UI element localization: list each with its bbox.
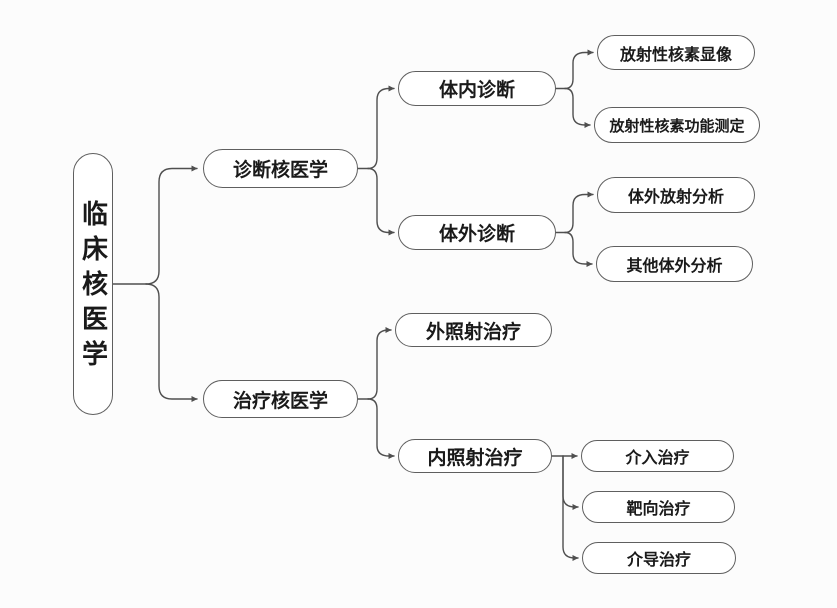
node-targeted-therapy[interactable]: 靶向治疗 [582,491,735,523]
connector-invitro-to-radioanalysis [564,191,594,234]
connector-invivo-to-imaging [564,49,594,90]
node-mediated-therapy[interactable]: 介导治疗 [582,542,736,574]
connector-invivo-to-function [564,87,591,128]
connector-invitro-to-otheranalysis [564,231,593,267]
connector-internal-to-targeted [562,455,579,510]
connector-internal-to-mediated [562,455,579,561]
node-other-in-vitro-analysis[interactable]: 其他体外分析 [596,246,753,282]
node-interventional-therapy[interactable]: 介入治疗 [581,440,734,472]
connector-therapeutic-to-external [367,327,392,400]
node-in-vitro-diagnosis[interactable]: 体外诊断 [398,215,556,250]
connector-root-to-diagnostic [145,165,198,285]
connector-diagnostic-to-invivo [367,85,395,170]
connector-therapeutic-to-internal [367,398,395,459]
node-diagnostic-nuclear-medicine[interactable]: 诊断核医学 [203,149,358,188]
node-therapeutic-nuclear-medicine[interactable]: 治疗核医学 [203,380,358,418]
node-radionuclide-function-measurement[interactable]: 放射性核素功能测定 [594,107,760,143]
node-external-irradiation-therapy[interactable]: 外照射治疗 [395,313,552,347]
connector-root-to-therapeutic [145,283,198,402]
node-root-clinical-nuclear-medicine[interactable]: 临床核医学 [73,153,113,415]
node-radionuclide-imaging[interactable]: 放射性核素显像 [597,35,755,70]
node-internal-irradiation-therapy[interactable]: 内照射治疗 [398,439,552,473]
connector-diagnostic-to-invitro [367,167,395,236]
node-in-vivo-diagnosis[interactable]: 体内诊断 [398,71,556,106]
node-in-vitro-radioassay[interactable]: 体外放射分析 [597,177,755,213]
